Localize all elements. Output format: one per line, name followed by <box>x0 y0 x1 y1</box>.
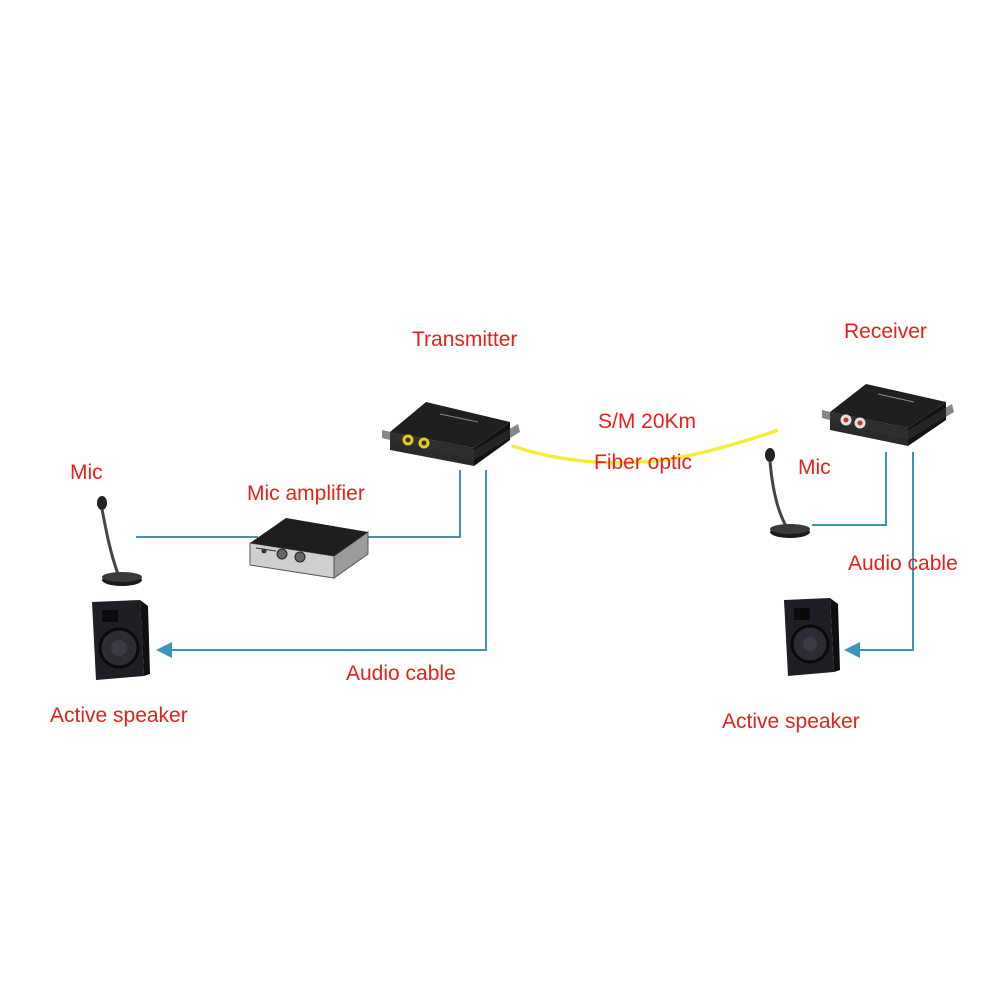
active-speaker-icon <box>92 600 150 680</box>
active-speaker-icon <box>784 598 840 676</box>
label-mic-right: Mic <box>798 456 831 479</box>
desk-microphone-icon <box>765 448 810 538</box>
label-fiber-spec: S/M 20Km <box>598 410 697 433</box>
mic-amplifier-icon <box>249 518 369 579</box>
cable-amplifier-to-transmitter <box>360 470 461 538</box>
cable-transmitter-to-speaker <box>156 470 487 658</box>
label-mic-amplifier: Mic amplifier <box>247 482 365 505</box>
fiber-transmitter-icon <box>382 402 520 466</box>
label-audio-cable-right: Audio cable <box>848 552 958 575</box>
label-speaker-right: Active speaker <box>722 710 860 733</box>
cable-receiver-to-speaker <box>844 452 914 658</box>
label-mic-left: Mic <box>70 461 103 484</box>
fiber-optic-cable <box>511 428 779 465</box>
label-fiber-type: Fiber optic <box>594 451 693 474</box>
label-speaker-left: Active speaker <box>50 704 188 727</box>
cable-mic-to-receiver <box>812 452 887 526</box>
label-transmitter: Transmitter <box>412 328 518 351</box>
label-receiver: Receiver <box>844 320 927 343</box>
fiber-receiver-icon <box>822 384 954 446</box>
label-audio-cable-left: Audio cable <box>346 662 456 685</box>
desk-microphone-icon <box>97 496 142 586</box>
